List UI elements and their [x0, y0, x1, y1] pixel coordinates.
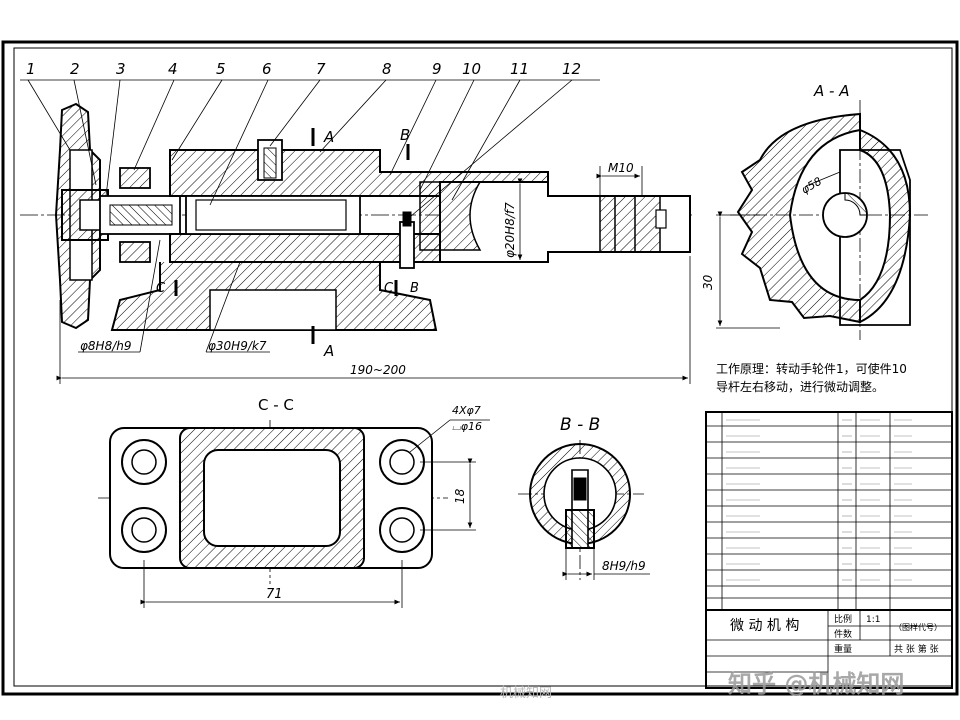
section-cc-title: C - C — [258, 396, 294, 414]
main-view — [20, 79, 695, 384]
part-number-6: 6 — [262, 60, 272, 78]
watermark-center: 机械知网 — [500, 686, 553, 701]
dim-71: 71 — [266, 587, 283, 602]
title-block-name: 微 动 机 构 — [730, 618, 799, 634]
part-number-2: 2 — [70, 60, 80, 78]
part-number-4: 4 — [168, 60, 178, 78]
part-number-7: 7 — [316, 60, 326, 78]
section-bb-title: B - B — [560, 415, 600, 435]
section-c-c — [98, 419, 490, 608]
part-number-labels: 1 2 3 4 5 6 7 8 9 10 11 12 — [26, 60, 581, 78]
cut-a-bottom: A — [323, 342, 334, 360]
dim-m10: M10 — [608, 161, 634, 175]
dim-phi30: φ30H9/k7 — [208, 339, 267, 353]
title-block-drawing-no: （图样代号） — [894, 622, 942, 632]
title-block-sheets: 共 张 第 张 — [894, 643, 939, 655]
cut-b-top: B — [400, 126, 410, 144]
note-line-1: 工作原理：转动手轮件1，可使件10 — [716, 362, 907, 376]
title-block-scale-label: 比例 — [834, 613, 852, 625]
parts-list — [705, 411, 953, 689]
dim-18: 18 — [453, 488, 467, 504]
dim-phi8: φ8H8/h9 — [80, 339, 132, 353]
note-line-2: 导杆左右移动，进行微动调整。 — [716, 380, 885, 394]
part-number-3: 3 — [116, 60, 126, 78]
dim-height-30: 30 — [701, 274, 715, 290]
working-principle-note: 工作原理：转动手轮件1，可使件10 导杆左右移动，进行微动调整。 — [716, 360, 952, 396]
dim-holes: 4Xφ7 — [452, 404, 481, 417]
section-b-b — [518, 440, 650, 580]
section-a-a — [716, 100, 930, 340]
part-number-9: 9 — [432, 60, 442, 78]
cut-b-bottom: B — [410, 281, 419, 296]
watermark-corner: 知乎 @机械知网 — [728, 670, 905, 698]
part-number-10: 10 — [462, 60, 481, 78]
dim-overall: 190~200 — [350, 363, 406, 377]
dim-phi58: φ58 — [799, 175, 824, 197]
part-number-5: 5 — [216, 60, 226, 78]
part-number-1: 1 — [26, 60, 36, 78]
part-number-12: 12 — [562, 60, 581, 78]
title-block-scale-value: 1:1 — [866, 615, 880, 625]
dim-key: 8H9/h9 — [602, 559, 646, 573]
part-number-11: 11 — [510, 60, 529, 78]
dim-phi20: φ20H8/f7 — [503, 202, 517, 258]
cut-c-left: C — [156, 281, 166, 296]
outer-border — [1, 40, 959, 696]
title-block-weight-label: 重量 — [834, 643, 852, 655]
inner-border — [13, 47, 953, 687]
section-aa-title: A - A — [813, 82, 849, 100]
cut-a-top: A — [323, 128, 334, 146]
dim-counterbore: ⌴φ16 — [452, 420, 482, 433]
cut-c-right: C — [384, 281, 394, 296]
title-block-qty-label: 件数 — [834, 628, 852, 640]
part-number-8: 8 — [382, 60, 392, 78]
